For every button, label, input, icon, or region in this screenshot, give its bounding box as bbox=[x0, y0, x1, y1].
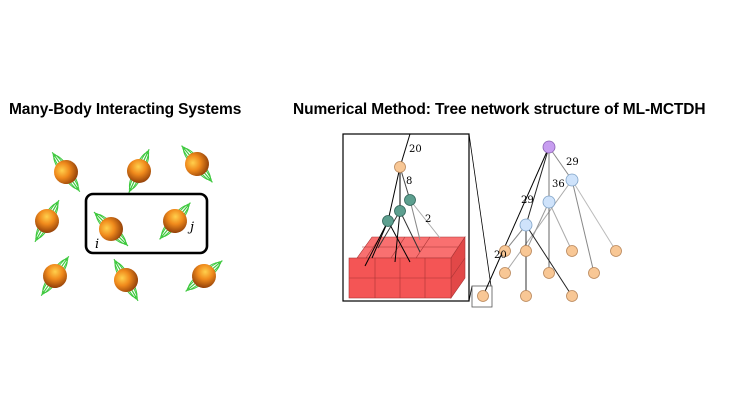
tree-root-node bbox=[542, 140, 556, 154]
inset-edge-label: 20 bbox=[409, 144, 422, 155]
spin-particle-grid bbox=[34, 145, 223, 302]
spin-particle bbox=[185, 260, 223, 292]
spin-particle bbox=[181, 145, 213, 183]
tree-leaf-node bbox=[566, 245, 578, 257]
spin-particle bbox=[51, 151, 81, 193]
tree-leaf-node bbox=[610, 245, 622, 257]
spin-particle bbox=[113, 258, 139, 302]
zoom-inset: 20 8 2 bbox=[342, 133, 470, 302]
tree-leaf-node bbox=[566, 290, 578, 302]
pair-label-i: i bbox=[95, 237, 99, 252]
inset-node-teal bbox=[394, 205, 406, 217]
spin-particle bbox=[159, 202, 191, 240]
tree-leaf-node bbox=[499, 245, 511, 257]
right-panel-title: Numerical Method: Tree network structure… bbox=[293, 101, 706, 118]
left-panel-title: Many-Body Interacting Systems bbox=[9, 101, 242, 118]
tree-leaf-node bbox=[543, 267, 555, 279]
zoom-connector-lines bbox=[468, 133, 492, 302]
interacting-pair-box bbox=[84, 192, 209, 255]
inset-node-leaf bbox=[394, 161, 406, 173]
inset-edge-label: 2 bbox=[425, 214, 431, 225]
spin-particle bbox=[93, 211, 129, 247]
tree-edge-label: 29 bbox=[521, 195, 534, 206]
tree-leaf-node bbox=[499, 267, 511, 279]
tree-internal-node bbox=[519, 218, 533, 232]
inset-tree-nodes bbox=[382, 161, 416, 227]
main-tree-nodes bbox=[477, 140, 622, 302]
inset-edge-label: 8 bbox=[406, 176, 412, 187]
inset-node-teal bbox=[404, 194, 416, 206]
tree-leaf-node bbox=[588, 267, 600, 279]
tree-leaf-node bbox=[520, 245, 532, 257]
tree-edge-label: 36 bbox=[552, 179, 565, 190]
pair-label-j: j bbox=[187, 220, 194, 235]
tree-internal-node bbox=[565, 173, 579, 187]
spin-particle bbox=[40, 255, 70, 297]
spin-particle bbox=[127, 148, 151, 194]
tree-internal-node bbox=[542, 195, 556, 209]
tree-edge-label: 20 bbox=[494, 250, 507, 261]
spin-particle bbox=[34, 199, 60, 243]
tensor-block bbox=[348, 236, 466, 299]
zoom-source-box bbox=[471, 285, 493, 308]
tree-leaf-node bbox=[477, 290, 489, 302]
tree-leaf-node bbox=[520, 290, 532, 302]
inset-node-teal bbox=[382, 215, 394, 227]
tree-edge-label: 29 bbox=[566, 157, 579, 168]
